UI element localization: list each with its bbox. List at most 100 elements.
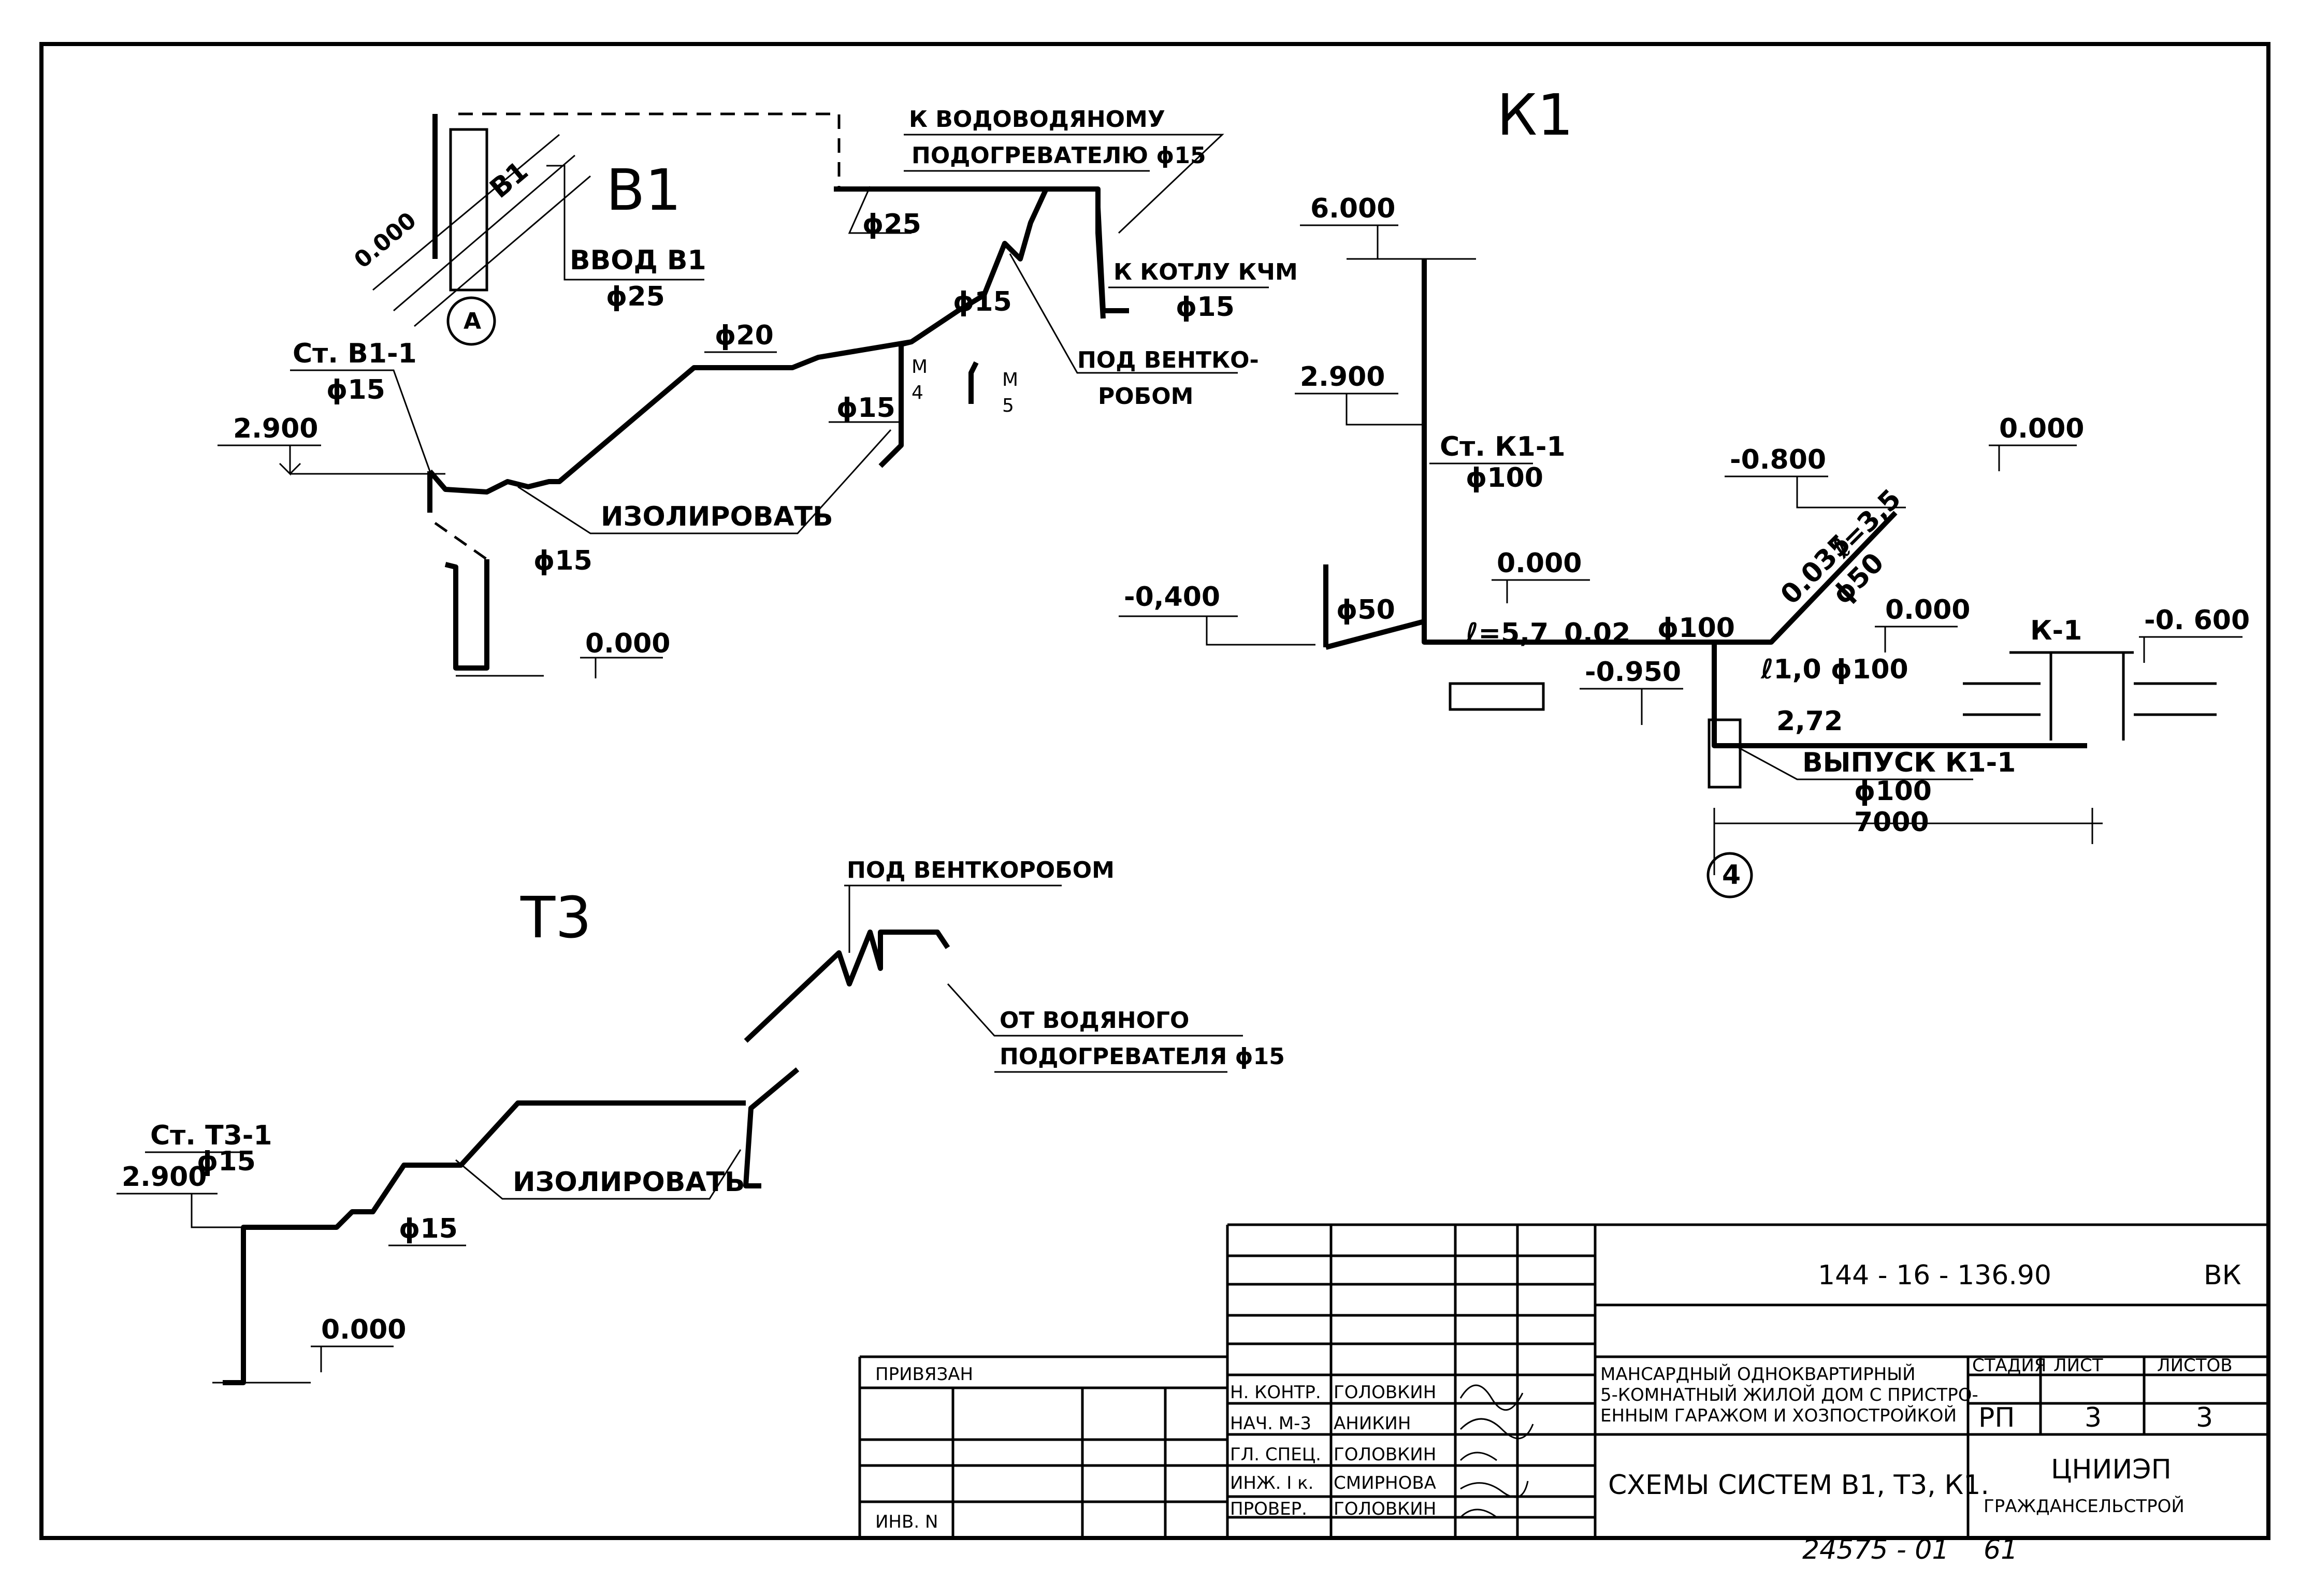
k1-lvl-0b-line xyxy=(1989,444,2077,471)
scheme-t3: Т3 ПОД ВЕНТКОРОБОМ ОТ ВОДЯНОГО ПОДОГРЕВА… xyxy=(117,857,1285,1385)
project-line2: 5-КОМНАТНЫЙ ЖИЛОЙ ДОМ С ПРИСТРО- xyxy=(1600,1384,1978,1405)
k1-lvl-m400: -0,400 xyxy=(1124,582,1220,613)
b1-duct-bottom: РОБОМ xyxy=(1098,383,1193,410)
sheets-value: 3 xyxy=(2196,1402,2213,1433)
k1-slope1: 0.02 xyxy=(1564,618,1630,649)
b1-lvl-0b: 0.000 xyxy=(585,628,670,659)
b1-fixture-m4: М xyxy=(912,356,928,378)
t3-duct-leader xyxy=(844,884,1062,953)
k1-well: К-1 xyxy=(2030,615,2082,646)
role-1: НАЧ. М-3 xyxy=(1230,1413,1311,1434)
b1-d25: ϕ25 xyxy=(862,209,921,240)
k1-lvl-m950-line xyxy=(1580,688,1683,725)
b1-heater-top: К ВОДОВОДЯНОМУ xyxy=(909,106,1165,133)
stage-hdr: СТАДИЯ xyxy=(1972,1355,2046,1376)
b1-heater-leader xyxy=(904,134,1224,234)
b1-lvl-0: 0.000 xyxy=(349,207,421,274)
k1-lvl-0a: 0.000 xyxy=(1497,548,1582,579)
b1-dashed-line xyxy=(458,112,841,189)
doc-section: ВК xyxy=(2204,1260,2241,1291)
k1-axis-marker xyxy=(1706,852,1753,898)
k1-d100: ϕ100 xyxy=(1657,613,1735,644)
b1-fixture-m5b: 5 xyxy=(1002,395,1014,416)
t3-riser: Ст. Т3-1 xyxy=(150,1120,272,1151)
t3-insulate: ИЗОЛИРОВАТЬ xyxy=(513,1167,745,1198)
k1-outlet-diam: ϕ100 xyxy=(1854,776,1932,807)
title-block-grid-left xyxy=(858,1223,2268,1538)
k1-l10: ℓ1,0 ϕ100 xyxy=(1760,654,1908,685)
b1-riser-diam: ϕ15 xyxy=(326,374,385,405)
b1-fixture-riser xyxy=(968,361,979,404)
b1-axis-label: А xyxy=(464,308,481,335)
k1-axis-label: 4 xyxy=(1722,860,1741,891)
t3-from-bottom: ПОДОГРЕВАТЕЛЯ ϕ15 xyxy=(1000,1043,1285,1070)
name-2: ГОЛОВКИН xyxy=(1334,1444,1436,1465)
k1-lvl-0b: 0.000 xyxy=(1999,413,2084,444)
k1-l272: 2,72 xyxy=(1776,706,1843,737)
b1-d20: ϕ20 xyxy=(715,320,774,351)
name-4: ГОЛОВКИН xyxy=(1334,1499,1436,1519)
k1-outlet: ВЫПУСК К1-1 xyxy=(1802,747,2016,778)
name-1: АНИКИН xyxy=(1334,1413,1411,1434)
b1-pipe-main xyxy=(428,187,1049,495)
k1-len: 7000 xyxy=(1854,807,1929,838)
t3-lvl-2900-line xyxy=(117,1193,243,1228)
k1-foundation-left xyxy=(1449,682,1545,711)
org-line1: ЦНИИЭП xyxy=(2051,1454,2172,1485)
b1-lvl-2900: 2.900 xyxy=(233,413,318,444)
sheet-title: СХЕМЫ СИСТЕМ В1, Т3, К1. xyxy=(1608,1470,1989,1501)
b1-boiler-pipe xyxy=(1095,207,1129,313)
k1-d50a: ϕ50 xyxy=(1336,594,1395,626)
k1-lvl-m400-line xyxy=(1119,615,1315,646)
role-3: ИНЖ. I к. xyxy=(1230,1473,1313,1493)
org-line2: ГРАЖДАНСЕЛЬСТРОЙ xyxy=(1984,1496,2185,1517)
scheme-k1-title: К1 xyxy=(1497,82,1573,148)
b1-input-label: ВВОД В1 xyxy=(570,245,706,276)
t3-main-pipe xyxy=(223,930,950,1385)
scheme-k1: К1 6.000 2.900 Ст. К1-1 ϕ100 -0,400 ϕ50 … xyxy=(1119,82,2250,898)
b1-lvl-0b-line xyxy=(456,657,663,678)
b1-fixture-m5: М xyxy=(1002,369,1018,390)
t3-from-top: ОТ ВОДЯНОГО xyxy=(1000,1007,1189,1034)
k1-lvl-2900-line xyxy=(1295,393,1424,426)
bound-label: ПРИВЯЗАН xyxy=(875,1364,973,1385)
b1-lower-pipe xyxy=(427,471,489,671)
k1-riser xyxy=(1422,259,2087,748)
b1-boiler-diam: ϕ15 xyxy=(1176,292,1235,323)
k1-dim-line xyxy=(1713,808,2103,875)
b1-d15b: ϕ15 xyxy=(836,393,895,424)
k1-outlet-leader xyxy=(1734,745,1973,780)
stage-value: РП xyxy=(1978,1402,2015,1433)
t3-d15: ϕ15 xyxy=(399,1213,458,1244)
b1-riser: Ст. В1-1 xyxy=(293,338,417,369)
project-line3: ЕННЫМ ГАРАЖОМ И ХОЗПОСТРОЙКОЙ xyxy=(1600,1405,1957,1426)
b1-wall-hatch xyxy=(372,134,591,327)
k1-l57: ℓ=5,7 xyxy=(1465,618,1549,649)
inv-label: ИНВ. N xyxy=(875,1512,938,1532)
drawing-frame xyxy=(39,42,2270,1540)
k1-riser-diam: ϕ100 xyxy=(1466,462,1543,494)
k1-lvl-6000-line xyxy=(1300,224,1476,260)
k1-lvl-6000: 6.000 xyxy=(1310,193,1395,224)
b1-d15a: ϕ15 xyxy=(953,286,1012,317)
k1-riser-label: Ст. К1-1 xyxy=(1440,431,1566,462)
sheet-hdr: ЛИСТ xyxy=(2053,1355,2103,1376)
b1-duct-top: ПОД ВЕНТКО- xyxy=(1077,347,1259,373)
project-line1: МАНСАРДНЫЙ ОДНОКВАРТИРНЫЙ xyxy=(1600,1363,1916,1385)
name-0: ГОЛОВКИН xyxy=(1334,1382,1436,1403)
b1-lower-d15: ϕ15 xyxy=(533,545,592,576)
b1-input-leader xyxy=(546,165,704,281)
b1-axis-marker xyxy=(446,296,496,346)
k1-lvl-0c-line xyxy=(1875,626,1958,652)
scheme-b1-title: В1 xyxy=(606,157,681,223)
t3-duct: ПОД ВЕНТКОРОБОМ xyxy=(847,857,1115,883)
scheme-t3-title: Т3 xyxy=(520,884,591,951)
b1-fixture-m4b: 4 xyxy=(912,382,923,403)
b1-boiler: К КОТЛУ КЧМ xyxy=(1113,259,1298,285)
t3-lvl-0: 0.000 xyxy=(321,1314,406,1345)
role-0: Н. КОНТР. xyxy=(1230,1382,1321,1403)
k1-lvl-0c: 0.000 xyxy=(1885,594,1970,626)
k1-branch-left xyxy=(1323,564,1425,650)
scheme-b1: В1 0.000 В1 А ВВОД В1 ϕ25 К ВОДОВОДЯНОМУ… xyxy=(218,106,1298,678)
